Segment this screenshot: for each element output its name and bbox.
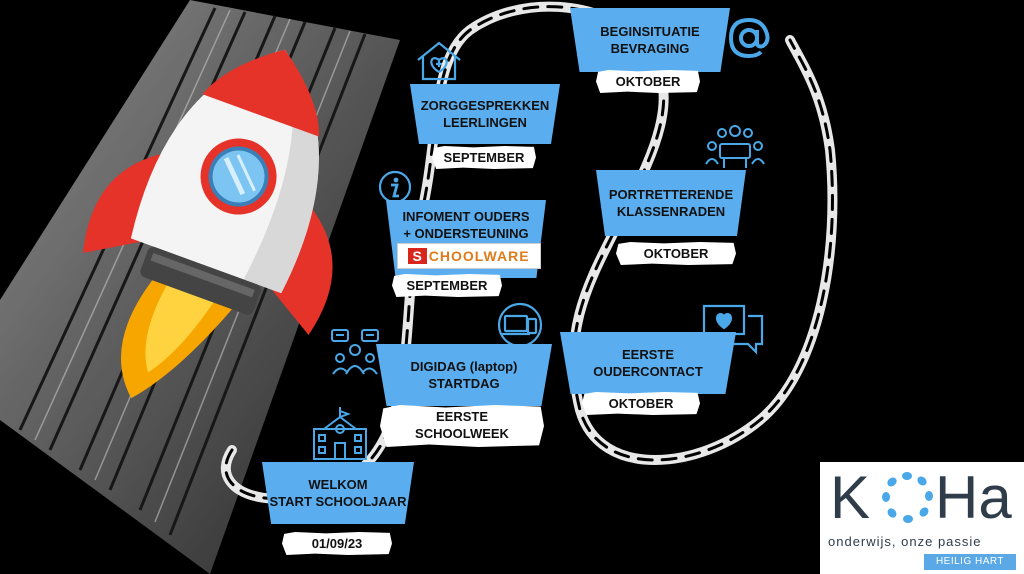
digidag-date-text-2: SCHOOLWEEK [415,426,509,441]
koha-logo-emblem [882,472,933,523]
welkom-title-2: START SCHOOLJAAR [269,494,407,509]
welkom-banner: WELKOM START SCHOOLJAAR [262,462,414,524]
digidag-date: EERSTE SCHOOLWEEK [380,405,544,447]
schoolware-logo-s: S [408,248,427,264]
koha-logo: K Ha onderwijs, onze passie HEILIG HART [820,462,1024,574]
portretterende-title-1: PORTRETTERENDE [608,187,734,202]
zorggesprekken-banner: ZORGGESPREKKEN LEERLINGEN [410,84,560,144]
school-building-icon [313,407,367,460]
digidag-date-text-1: EERSTE [435,409,488,424]
rocket-fin-right [271,208,333,336]
meeting-table-icon [705,125,765,168]
koha-logo-tagline: onderwijs, onze passie [828,534,982,549]
oudercontact-date: OKTOBER [582,392,700,415]
koha-logo-ha: Ha [935,464,1012,531]
infoment-title-1: INFOMENT OUDERS [402,209,530,224]
oudercontact-banner: EERSTE OUDERCONTACT [560,332,736,394]
rocket-window [212,150,265,203]
portretterende-date: OKTOBER [616,242,736,265]
zorggesprekken-title-1: ZORGGESPREKKEN [420,98,550,113]
rocket-nose [202,49,320,137]
digidag-title-1: DIGIDAG (laptop) [410,359,518,374]
laptop-devices-icon [497,302,543,348]
beginsituatie-title-2: BEVRAGING [610,41,690,56]
digidag-title-2: STARTDAG [428,376,500,391]
koha-logo-subtitle: HEILIG HART [924,554,1016,570]
koha-logo-k: K [830,464,871,531]
infoment-date: SEPTEMBER [392,274,502,297]
home-care-icon [417,41,461,81]
oudercontact-date-text: OKTOBER [608,396,674,411]
portretterende-date-text: OKTOBER [643,246,709,261]
zorggesprekken-date: SEPTEMBER [432,146,536,169]
schoolware-logo-text: CHOOLWARE [428,248,530,264]
welkom-title-1: WELKOM [308,477,368,492]
beginsituatie-banner: BEGINSITUATIE BEVRAGING [570,8,730,72]
zorggesprekken-title-2: LEERLINGEN [443,115,527,130]
portretterende-title-2: KLASSENRADEN [616,204,726,219]
at-sign-icon [728,17,770,59]
oudercontact-title-1: EERSTE [621,347,674,362]
infoment-title-2: + ONDERSTEUNING [403,226,529,241]
portretterende-banner: PORTRETTERENDE KLASSENRADEN [596,170,746,236]
beginsituatie-date-text: OKTOBER [615,74,681,89]
beginsituatie-date: OKTOBER [596,70,700,93]
welkom-date: 01/09/23 [282,532,392,555]
oudercontact-title-2: OUDERCONTACT [593,364,703,379]
beginsituatie-title-1: BEGINSITUATIE [600,24,700,39]
info-icon [378,170,412,204]
rocket-illustration [83,49,333,399]
zorggesprekken-date-text: SEPTEMBER [443,150,525,165]
welkom-date-text: 01/09/23 [311,536,363,551]
digidag-banner: DIGIDAG (laptop) STARTDAG [376,344,552,406]
group-chat-icon [331,329,379,375]
infoment-date-text: SEPTEMBER [406,278,488,293]
